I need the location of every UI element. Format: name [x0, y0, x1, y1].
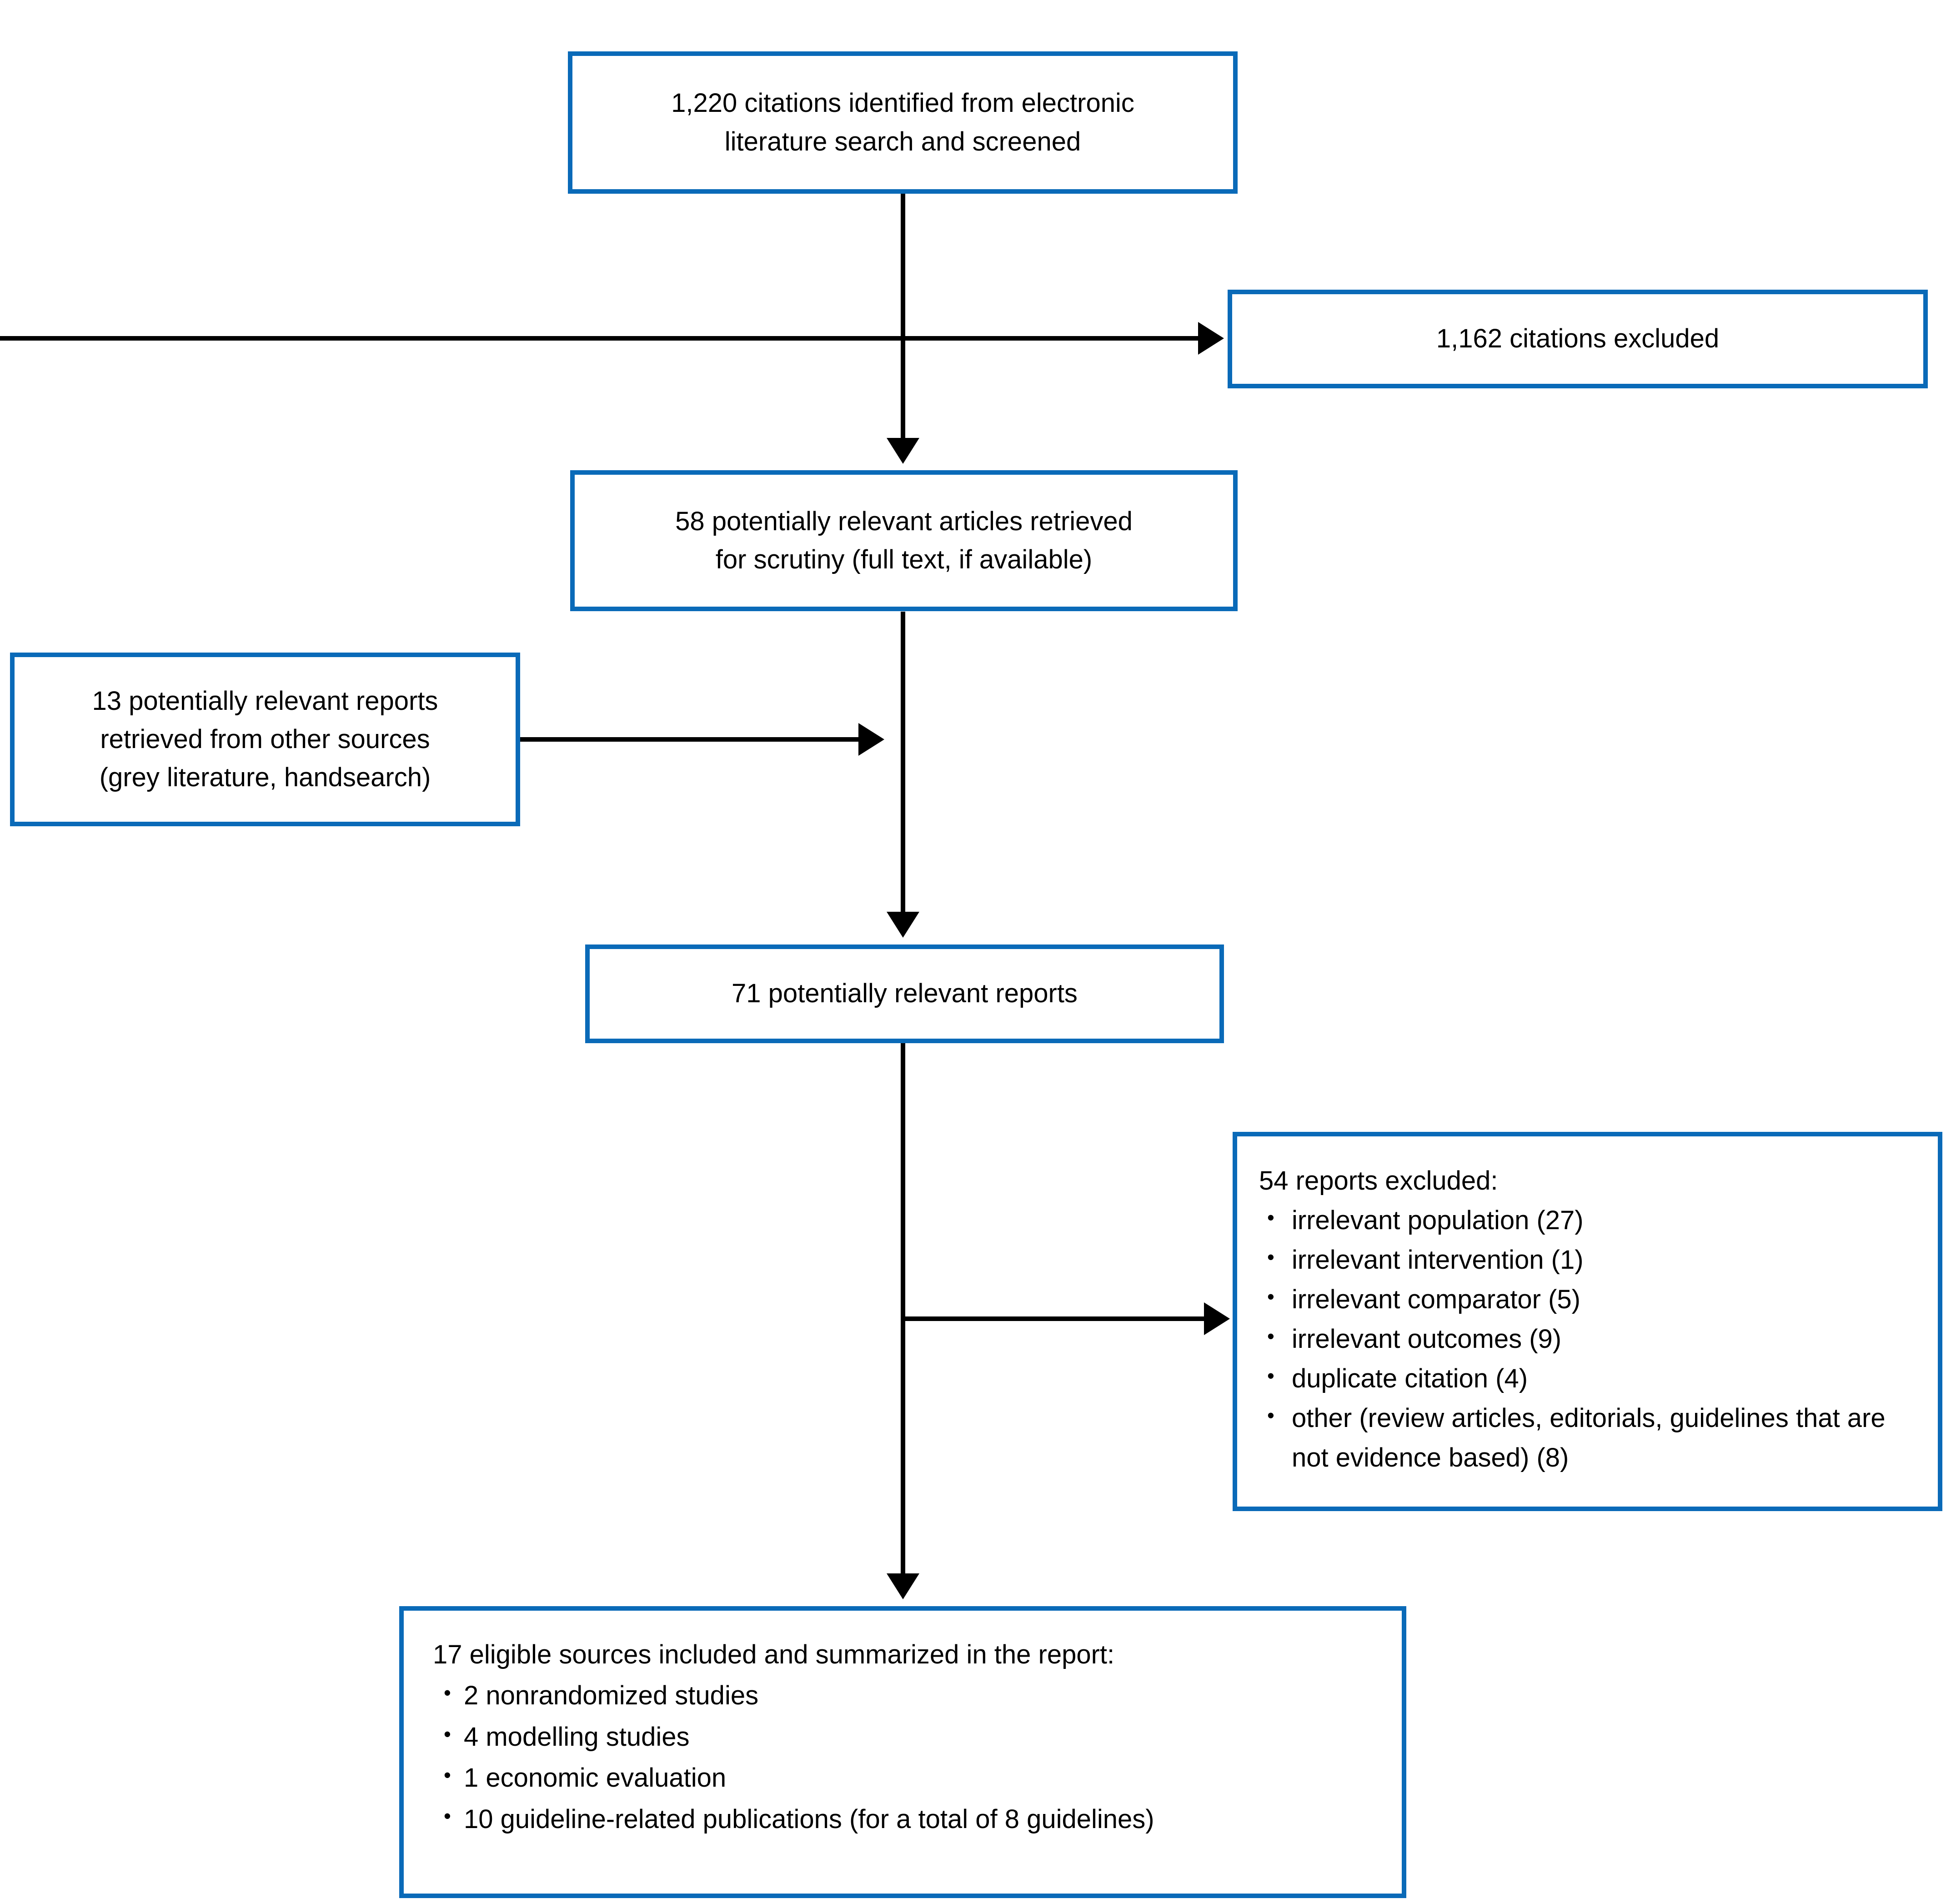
- arrow-reports-to-included: [887, 1043, 919, 1599]
- included-source-item: 1 economic evaluation: [433, 1758, 1374, 1799]
- exclusion-reason-text: duplicate citation (4): [1292, 1364, 1528, 1393]
- included-source-text: 4 modelling studies: [464, 1722, 690, 1752]
- included-source-item: 2 nonrandomized studies: [433, 1675, 1374, 1716]
- arrow-to-reports-excluded: [903, 1302, 1230, 1335]
- box-potentially-relevant-reports: 71 potentially relevant reports: [585, 944, 1224, 1043]
- exclusion-reason-item: other (review articles, editorials, guid…: [1259, 1398, 1911, 1477]
- exclusion-reason-item: irrelevant comparator (5): [1259, 1280, 1911, 1319]
- exclusion-reason-item: duplicate citation (4): [1259, 1359, 1911, 1398]
- exclusion-reason-item: irrelevant outcomes (9): [1259, 1319, 1911, 1359]
- box-citations-identified: 1,220 citations identified from electron…: [568, 51, 1238, 194]
- included-source-text: 10 guideline-related publications (for a…: [464, 1804, 1154, 1834]
- included-source-text: 1 economic evaluation: [464, 1763, 727, 1793]
- exclusion-reason-item: irrelevant population (27): [1259, 1201, 1911, 1240]
- exclusion-reason-text: irrelevant comparator (5): [1292, 1285, 1580, 1314]
- included-source-item: 4 modelling studies: [433, 1717, 1374, 1758]
- box-reports-excluded: 54 reports excluded: irrelevant populati…: [1233, 1132, 1942, 1511]
- exclusion-reason-text: irrelevant population (27): [1292, 1206, 1584, 1235]
- exclusion-reason-item: irrelevant intervention (1): [1259, 1240, 1911, 1280]
- exclusion-reasons-list: irrelevant population (27) irrelevant in…: [1259, 1201, 1911, 1477]
- arrow-other-sources-to-merge: [520, 723, 884, 756]
- arrow-identified-to-retrieved: [887, 193, 919, 464]
- exclusion-reason-text: other (review articles, editorials, guid…: [1292, 1403, 1886, 1472]
- box-eligible-sources-included: 17 eligible sources included and summari…: [399, 1606, 1406, 1898]
- reports-excluded-header: 54 reports excluded:: [1259, 1166, 1498, 1196]
- exclusion-reason-text: irrelevant intervention (1): [1292, 1245, 1584, 1275]
- arrow-to-citations-excluded: [0, 322, 1224, 355]
- included-source-text: 2 nonrandomized studies: [464, 1681, 759, 1711]
- box-reports-other-sources: 13 potentially relevant reports retrieve…: [10, 653, 520, 826]
- included-source-item: 10 guideline-related publications (for a…: [433, 1799, 1374, 1840]
- exclusion-reason-text: irrelevant outcomes (9): [1292, 1324, 1562, 1354]
- box-articles-retrieved: 58 potentially relevant articles retriev…: [570, 470, 1238, 611]
- included-sources-list: 2 nonrandomized studies 4 modelling stud…: [433, 1675, 1374, 1840]
- box-citations-excluded: 1,162 citations excluded: [1228, 290, 1928, 388]
- included-sources-header: 17 eligible sources included and summari…: [433, 1640, 1115, 1669]
- arrow-retrieved-to-reports: [887, 612, 919, 938]
